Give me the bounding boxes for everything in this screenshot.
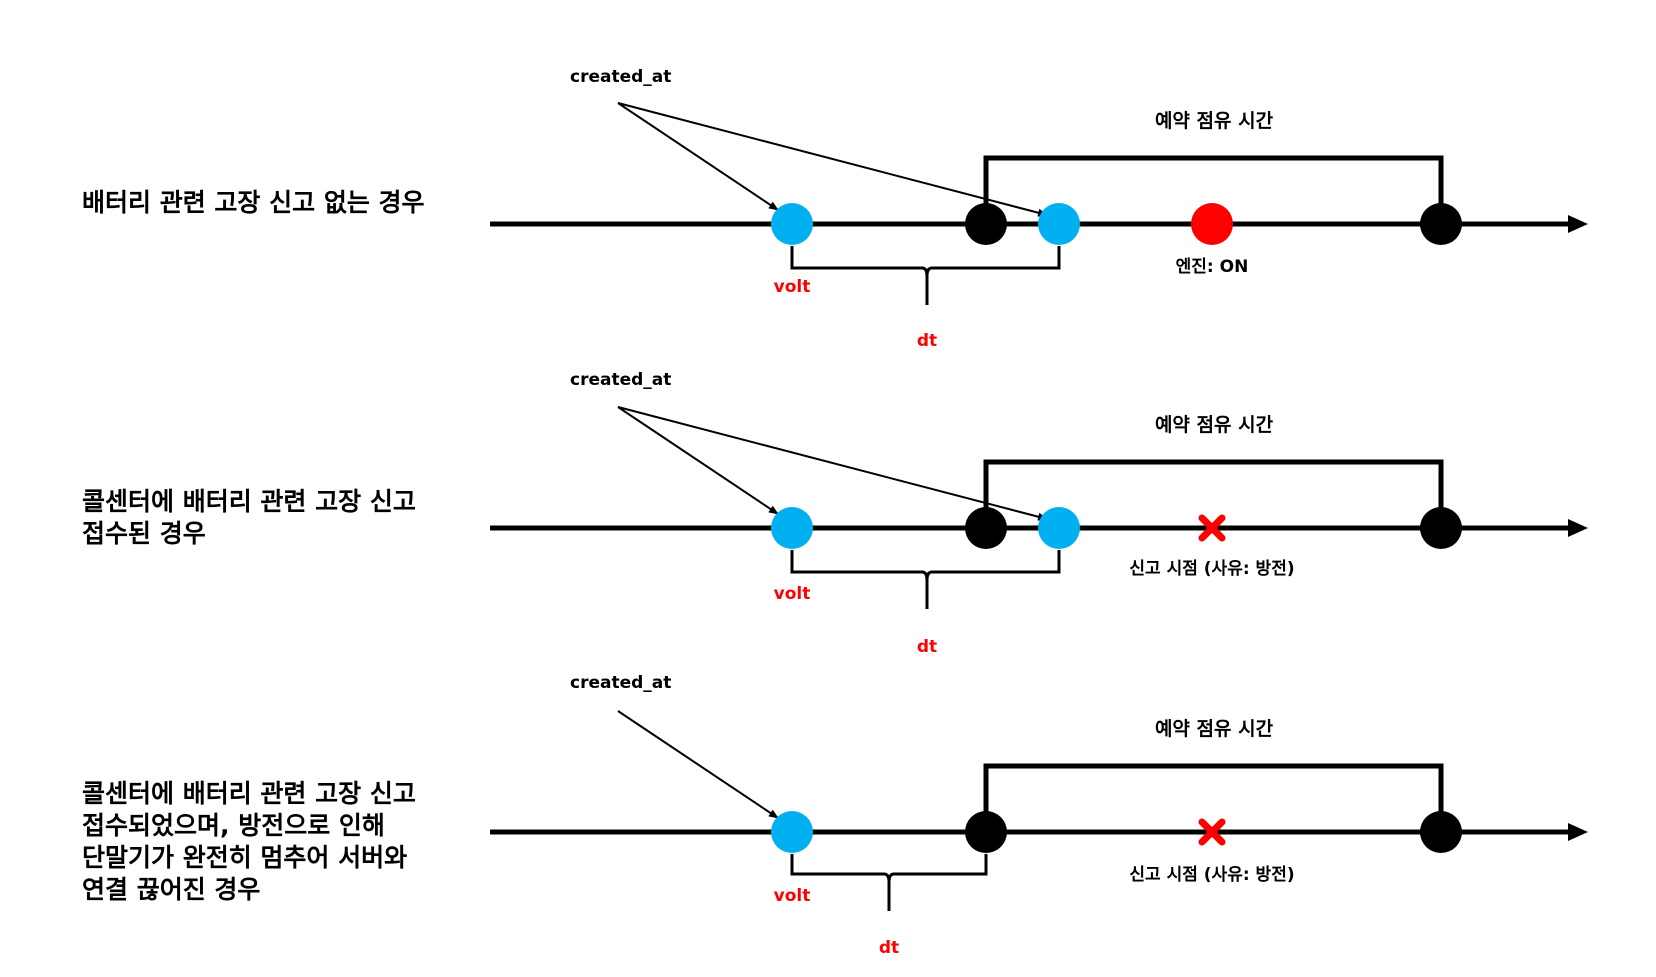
reservation-start-point [965, 811, 1007, 853]
reservation-period-label: 예약 점유 시간 [1155, 414, 1274, 436]
red-x-icon [1198, 818, 1226, 846]
created-at-label: created_at [570, 673, 671, 693]
scenario-3-title: 콜센터에 배터리 관련 고장 신고 접수되었으며, 방전으로 인해 단말기가 완… [82, 779, 425, 904]
dt-bracket [790, 854, 988, 911]
dt-label: dt [917, 637, 937, 657]
created-at-arrow-1 [617, 710, 779, 819]
scenario-1-title-line: 배터리 관련 고장 신고 없는 경우 [82, 188, 425, 217]
scenario-3-title-line: 연결 끊어진 경우 [82, 875, 260, 904]
dt-label: dt [879, 938, 899, 958]
red-x-icon [1198, 514, 1226, 542]
reservation-end-point [1420, 507, 1462, 549]
event-label: 엔진: ON [1176, 257, 1249, 277]
timeline-arrowhead [1568, 519, 1588, 537]
scenario-3-title-line: 접수되었으며, 방전으로 인해 [82, 811, 385, 840]
created-at-label: created_at [570, 67, 671, 87]
scenario-2-title: 콜센터에 배터리 관련 고장 신고 접수된 경우 [82, 487, 425, 548]
volt-point [771, 507, 813, 549]
event-label: 신고 시점 (사유: 방전) [1129, 865, 1294, 885]
reservation-period-bracket [983, 155, 1444, 206]
created-at-arrow-2 [617, 406, 1048, 521]
dt-bracket [790, 550, 1061, 609]
reservation-end-point [1420, 811, 1462, 853]
reservation-start-point [965, 507, 1007, 549]
dt-bracket [790, 246, 1061, 305]
scenario-2-title-line: 콜센터에 배터리 관련 고장 신고 [82, 487, 416, 516]
reservation-period-bracket [983, 763, 1444, 814]
created-at-label: created_at [570, 370, 671, 390]
scenario-3-title-line: 단말기가 완전히 멈추어 서버와 [82, 843, 407, 872]
scenario-2: 콜센터에 배터리 관련 고장 신고 접수된 경우 created_at 예약 점… [82, 370, 1588, 657]
scenario-1: 배터리 관련 고장 신고 없는 경우 created_at 예약 점유 시간 v… [82, 67, 1588, 351]
scenario-1-title: 배터리 관련 고장 신고 없는 경우 [82, 188, 425, 217]
volt-label: volt [774, 886, 811, 906]
created-at-arrow-1 [617, 102, 779, 211]
scenario-3: 콜센터에 배터리 관련 고장 신고 접수되었으며, 방전으로 인해 단말기가 완… [82, 673, 1588, 958]
volt-label: volt [774, 277, 811, 297]
timeline-arrowhead [1568, 823, 1588, 841]
reservation-period-bracket [983, 459, 1444, 510]
reservation-start-point [965, 203, 1007, 245]
reservation-period-label: 예약 점유 시간 [1155, 718, 1274, 740]
volt-point [771, 811, 813, 853]
reservation-period-label: 예약 점유 시간 [1155, 110, 1274, 132]
volt-point [1038, 507, 1080, 549]
volt-point [771, 203, 813, 245]
red-dot-icon [1191, 203, 1233, 245]
volt-label: volt [774, 584, 811, 604]
timeline-arrowhead [1568, 215, 1588, 233]
scenario-3-title-line: 콜센터에 배터리 관련 고장 신고 [82, 779, 416, 808]
reservation-end-point [1420, 203, 1462, 245]
scenario-2-title-line: 접수된 경우 [82, 519, 206, 548]
volt-point [1038, 203, 1080, 245]
event-label: 신고 시점 (사유: 방전) [1129, 559, 1294, 579]
created-at-arrow-2 [617, 102, 1048, 217]
dt-label: dt [917, 331, 937, 351]
created-at-arrow-1 [617, 406, 779, 515]
